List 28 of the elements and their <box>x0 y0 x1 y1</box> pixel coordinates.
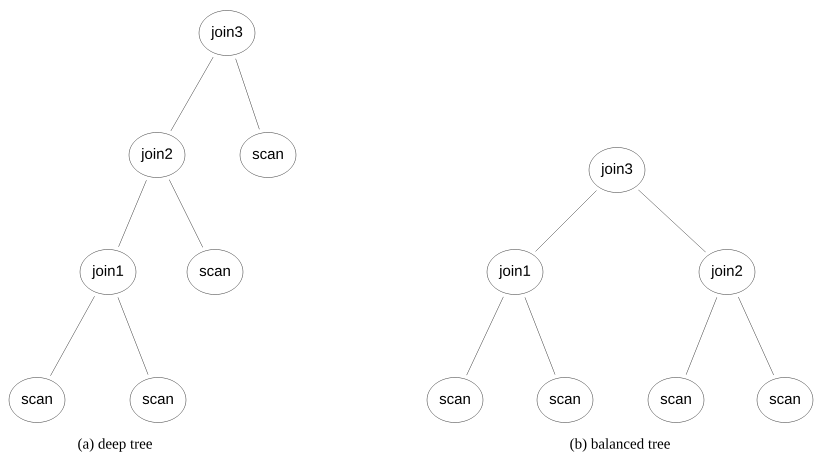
tree-node: join2 <box>128 132 186 178</box>
tree-node: join3 <box>198 10 256 56</box>
tree-edge <box>118 180 147 247</box>
tree-edge <box>235 58 260 130</box>
tree-edge <box>638 190 706 252</box>
subfigure-caption: (a) deep tree <box>78 438 152 452</box>
tree-node: join3 <box>588 147 646 193</box>
tree-node: join2 <box>698 249 756 295</box>
tree-edge <box>686 297 718 375</box>
tree-node: scan <box>648 377 704 423</box>
tree-node: scan <box>426 377 484 423</box>
tree-edge <box>170 56 214 132</box>
tree-edge <box>466 296 504 376</box>
tree-edge <box>535 190 597 252</box>
tree-edge <box>118 297 148 375</box>
tree-edge <box>50 296 95 376</box>
tree-node: scan <box>240 132 296 178</box>
tree-node: scan <box>536 377 594 423</box>
tree-edge <box>738 296 774 376</box>
tree-node: join1 <box>80 249 136 295</box>
tree-node: join1 <box>486 249 544 295</box>
subfigure-caption: (b) balanced tree <box>570 438 670 452</box>
tree-edge <box>524 297 556 375</box>
tree-node: scan <box>186 249 244 295</box>
tree-edge <box>169 179 203 248</box>
tree-node: scan <box>8 377 66 423</box>
tree-node: scan <box>130 377 186 423</box>
tree-node: scan <box>756 377 814 423</box>
